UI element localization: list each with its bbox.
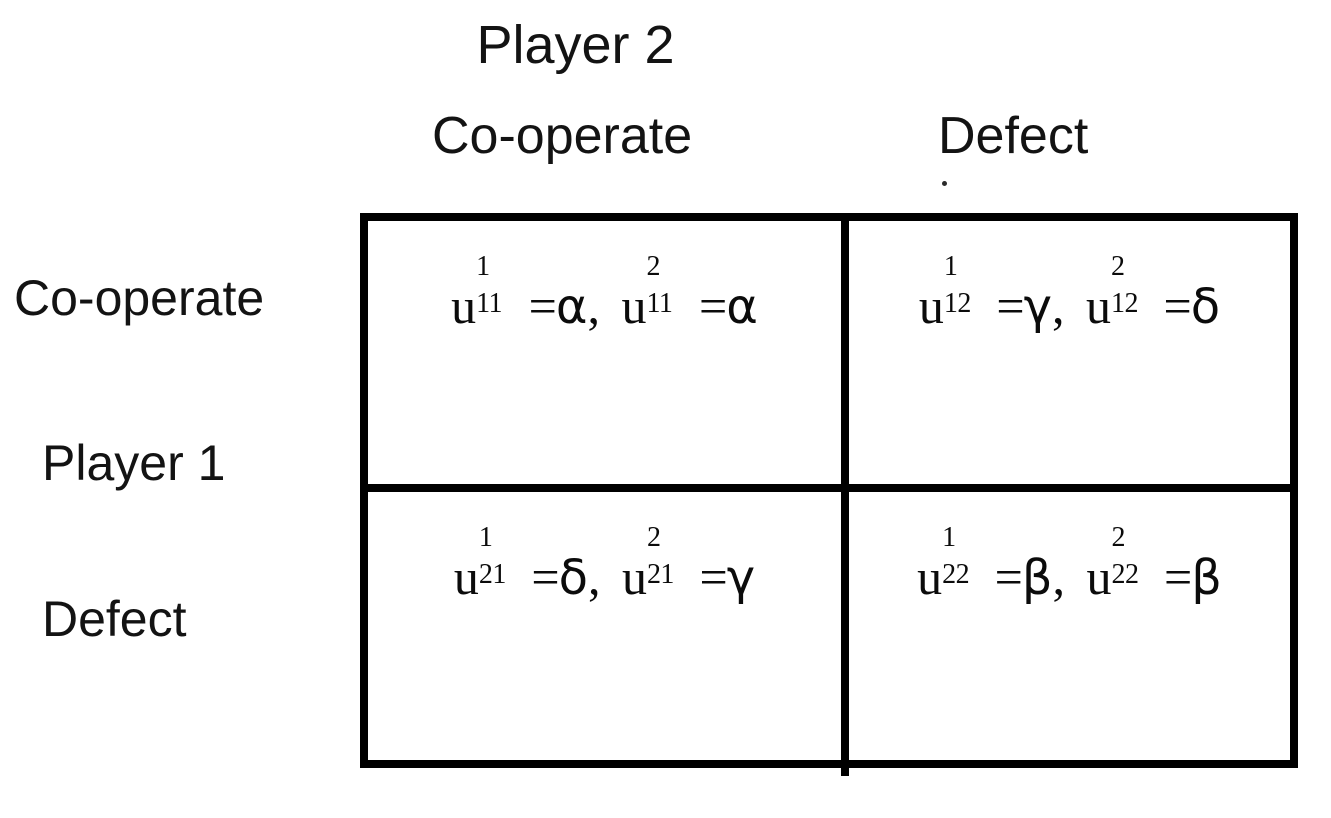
row-header-cooperate: Co-operate bbox=[14, 270, 265, 326]
column-header-defect: Defect bbox=[938, 107, 1089, 165]
vertical-divider bbox=[841, 213, 849, 776]
ink-speck bbox=[942, 181, 947, 186]
player1-label: Player 1 bbox=[42, 435, 226, 491]
column-header-cooperate: Co-operate bbox=[432, 107, 693, 165]
payoff-separator: , bbox=[587, 278, 601, 334]
player2-title: Player 2 bbox=[476, 15, 675, 75]
row-header-defect: Defect bbox=[42, 591, 187, 647]
horizontal-divider bbox=[368, 484, 1290, 492]
payoff-separator: , bbox=[1052, 278, 1065, 334]
payoff-separator: , bbox=[1052, 549, 1066, 605]
payoff-separator: , bbox=[587, 549, 601, 605]
